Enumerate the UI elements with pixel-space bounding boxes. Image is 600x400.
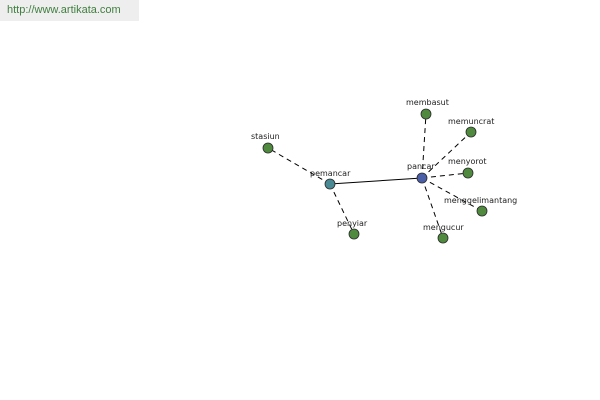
edge-pemancar-pancar xyxy=(329,177,423,185)
node-layer xyxy=(262,108,488,244)
node-pemancar[interactable] xyxy=(324,178,336,190)
node-stasiun[interactable] xyxy=(262,142,274,154)
node-label-mengucur[interactable]: mengucur xyxy=(423,223,464,232)
label-layer: pancar pemancar stasiun penyiar membasut memu… xyxy=(251,98,517,232)
node-label-pancar[interactable]: pancar xyxy=(407,162,435,171)
node-membasut[interactable] xyxy=(420,108,432,120)
node-penyiar[interactable] xyxy=(348,228,360,240)
node-label-memuncrat[interactable]: memuncrat xyxy=(448,117,494,126)
node-menyorot[interactable] xyxy=(462,167,474,179)
edge-pancar-menyorot xyxy=(421,172,469,179)
edge-pancar-memuncrat xyxy=(421,131,472,179)
node-label-menyorot[interactable]: menyorot xyxy=(448,157,487,166)
edge-pancar-menggelimantang xyxy=(421,177,483,212)
source-link[interactable]: http://www.artikata.com xyxy=(7,4,121,16)
node-memuncrat[interactable] xyxy=(465,126,477,138)
edge-pancar-membasut xyxy=(421,113,427,179)
node-label-menggelimantang[interactable]: menggelimantang xyxy=(444,196,517,205)
node-mengucur[interactable] xyxy=(437,232,449,244)
node-label-pemancar[interactable]: pemancar xyxy=(310,169,351,178)
node-label-stasiun[interactable]: stasiun xyxy=(251,132,280,141)
node-label-membasut[interactable]: membasut xyxy=(406,98,449,107)
edge-pemancar-penyiar xyxy=(329,183,355,235)
edge-layer xyxy=(267,113,483,239)
edge-pemancar-stasiun xyxy=(267,147,331,185)
node-label-penyiar[interactable]: penyiar xyxy=(337,219,368,228)
node-menggelimantang[interactable] xyxy=(476,205,488,217)
source-bar: http://www.artikata.com xyxy=(0,0,139,21)
node-pancar[interactable] xyxy=(416,172,428,184)
edge-pancar-mengucur xyxy=(421,177,444,239)
